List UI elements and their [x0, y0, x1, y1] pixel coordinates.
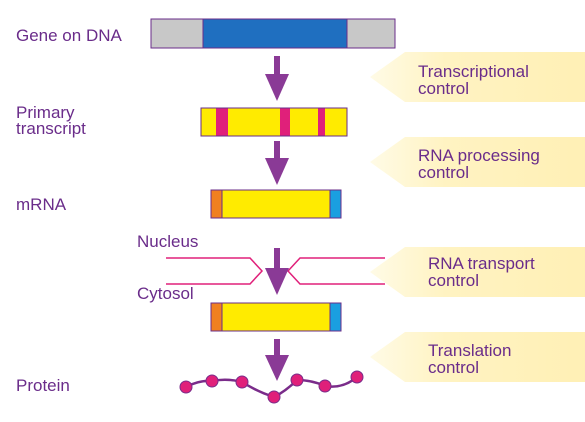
gene-on-dna-label: Gene on DNA: [16, 26, 122, 45]
amino-acid-bead: [290, 373, 304, 387]
amino-acid-bead: [235, 375, 249, 389]
rna-transport-control-label-line2: control: [428, 271, 480, 290]
cytosolic-mrna-bar: [210, 302, 342, 332]
nucleus-label: Nucleus: [137, 232, 199, 251]
amino-acid-bead: [267, 390, 281, 404]
nuclear-membrane: [166, 257, 385, 285]
mrna-bar: [210, 189, 342, 219]
protein-label: Protein: [16, 376, 70, 395]
arrow-transcription: [265, 56, 289, 101]
transcriptional-control-label-line1: Transcriptional: [418, 62, 529, 81]
translation-control-label-line2: control: [428, 358, 480, 377]
transcriptional-control-panel: [370, 52, 585, 102]
rna-processing-control-label-line2: control: [418, 163, 470, 182]
arrow-processing: [265, 141, 289, 185]
translation-control-panel: [370, 332, 585, 382]
transcriptional-control-label-line2: control: [418, 79, 470, 98]
protein-chain: [179, 370, 364, 404]
primary-transcript-label-line1: Primary: [16, 103, 75, 122]
rna-transport-control-label-line1: RNA transport: [428, 254, 535, 273]
amino-acid-bead: [350, 370, 364, 384]
cytosol-label: Cytosol: [137, 284, 194, 303]
amino-acid-bead: [205, 374, 219, 388]
amino-acid-bead: [179, 380, 193, 394]
arrow-translation: [265, 339, 289, 381]
rna-transport-control-panel: [370, 247, 585, 297]
rna-processing-control-panel: [370, 137, 585, 187]
translation-control-label-line1: Translation: [428, 341, 512, 360]
primary-transcript-bar: [200, 107, 348, 137]
primary-transcript-label-line2: transcript: [16, 119, 86, 138]
arrow-export: [265, 248, 289, 295]
gene-on-dna-bar: [150, 18, 396, 49]
rna-processing-control-label-line1: RNA processing: [418, 146, 540, 165]
flow-arrows: [265, 56, 289, 381]
mrna-label: mRNA: [16, 195, 67, 214]
amino-acid-bead: [318, 379, 332, 393]
